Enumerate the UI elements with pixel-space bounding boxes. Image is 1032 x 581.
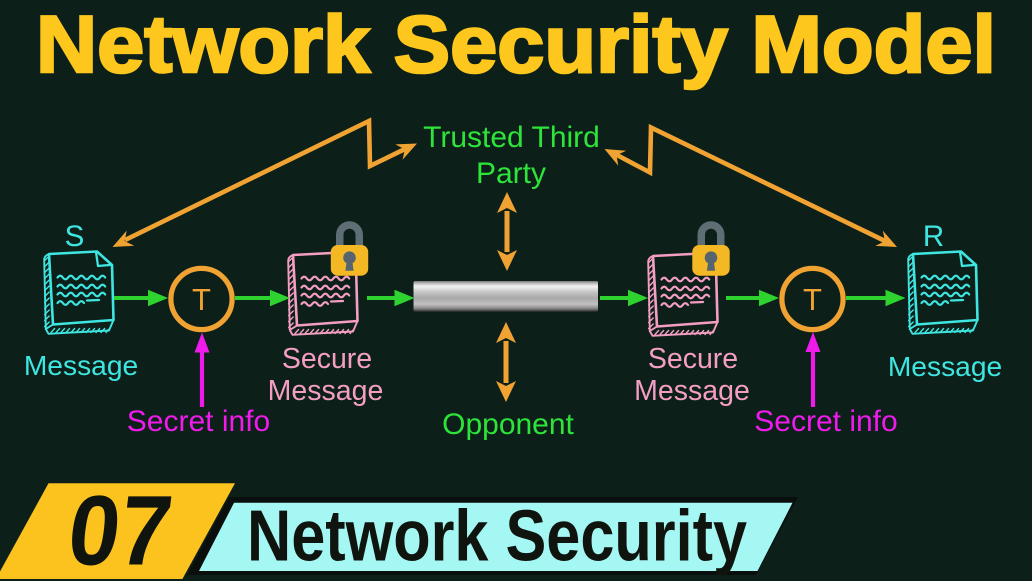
svg-text:Party: Party [476, 157, 546, 190]
svg-text:T: T [803, 282, 822, 317]
svg-text:Secure: Secure [282, 343, 372, 375]
svg-text:Secret info: Secret info [127, 405, 270, 438]
svg-text:T: T [192, 282, 211, 317]
svg-text:Network Security: Network Security [247, 497, 747, 577]
svg-text:07: 07 [62, 476, 178, 581]
svg-text:Message: Message [268, 375, 384, 407]
svg-text:Secret info: Secret info [754, 405, 897, 438]
svg-text:S: S [65, 220, 85, 253]
svg-text:Opponent: Opponent [442, 408, 574, 441]
svg-text:Network Security Model: Network Security Model [36, 0, 996, 90]
svg-text:Secure: Secure [648, 343, 738, 375]
svg-text:Message: Message [634, 375, 750, 407]
svg-text:Message: Message [24, 349, 138, 381]
svg-text:Message: Message [888, 350, 1002, 382]
svg-text:R: R [923, 220, 944, 253]
svg-text:Trusted Third: Trusted Third [423, 121, 600, 154]
